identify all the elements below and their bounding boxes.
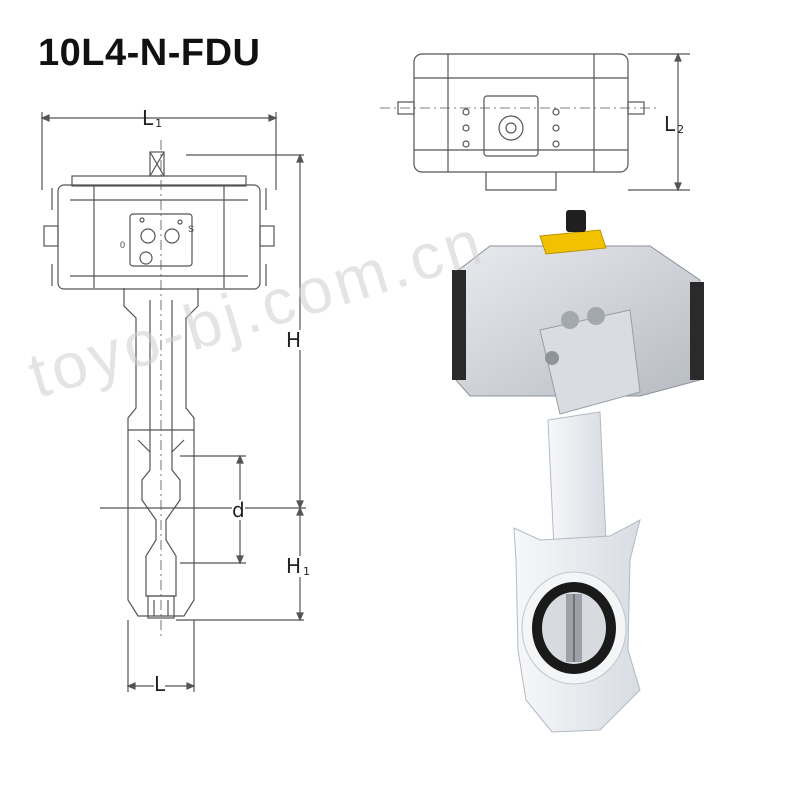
model-title: 10L4-N-FDU [38, 32, 261, 74]
shut-mark: S [188, 224, 194, 234]
open-mark: 0 [120, 240, 125, 250]
dim-label-H: H [286, 328, 302, 352]
dim-label-L: L [154, 672, 166, 696]
dim-label-d: d [232, 498, 245, 522]
